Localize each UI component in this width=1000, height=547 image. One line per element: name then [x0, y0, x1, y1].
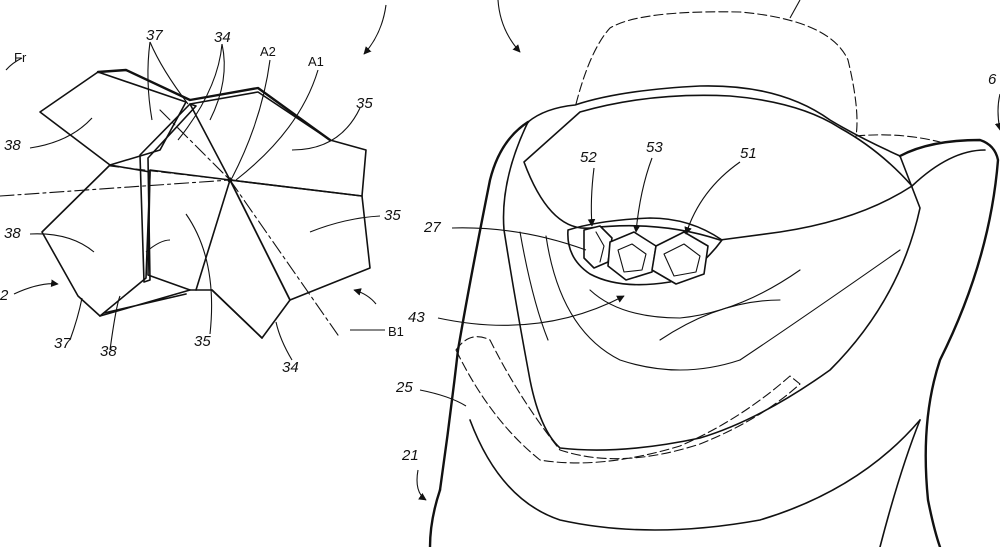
label-38-bottom: 38 — [100, 343, 117, 360]
lower-body-21 — [438, 120, 530, 492]
label-34-top: 34 — [214, 29, 231, 46]
axis-a2 — [159, 109, 231, 181]
label-37-bottom: 37 — [54, 335, 71, 352]
fairing-line-5 — [659, 299, 781, 341]
label-35-upper: 35 — [356, 95, 373, 112]
axis-a1 — [0, 179, 341, 339]
label-fr: Fr — [14, 50, 27, 65]
fairing-line-2 — [519, 231, 549, 341]
axis-horizontal-dashed — [109, 165, 231, 181]
panel-25-dashed — [455, 336, 801, 464]
lamp-module-51 — [651, 231, 709, 285]
label-35-bottom: 35 — [194, 333, 211, 350]
label-6: 6 — [988, 71, 997, 88]
lamp-modules — [583, 225, 709, 285]
top-edge — [96, 68, 332, 142]
side-cowl-6-inner — [911, 149, 986, 187]
side-cowl-6 — [898, 138, 1000, 547]
headlamp-housing — [523, 94, 913, 241]
fairing-line-1 — [545, 235, 741, 371]
lamp-module-53-inner — [617, 243, 647, 273]
fairing-line-3 — [589, 269, 801, 319]
lower-body-21-inner — [469, 419, 921, 531]
panel-38-upper — [39, 71, 187, 166]
panel-35-right — [229, 179, 371, 301]
panel-38-lower — [41, 164, 151, 317]
right-view-labels: 52 53 51 27 43 25 21 6 — [395, 71, 997, 464]
label-a1: A1 — [308, 54, 324, 69]
lamp-module-51-inner — [663, 243, 701, 277]
label-51: 51 — [740, 145, 757, 162]
side-wall-bottom — [99, 289, 191, 317]
side-cowl-6-bottom — [879, 419, 921, 547]
label-38-upper: 38 — [4, 137, 21, 154]
label-38-middle: 38 — [4, 225, 21, 242]
lamp-module-53 — [607, 231, 657, 281]
panel-34-bottom — [195, 179, 263, 339]
windscreen-outline — [575, 11, 941, 143]
label-35-right: 35 — [384, 207, 401, 224]
fairing-line-4 — [739, 249, 901, 361]
label-25: 25 — [395, 379, 413, 396]
panel-35-upper — [189, 91, 367, 197]
label-53: 53 — [646, 139, 663, 156]
label-b1: B1 — [388, 324, 404, 339]
right-view-leaders — [416, 0, 1000, 501]
left-view-labels: Fr 37 34 A2 A1 35 38 35 38 2 37 38 35 34… — [0, 27, 404, 376]
label-a2: A2 — [260, 44, 276, 59]
left-view-leaders — [5, 4, 387, 361]
label-2: 2 — [0, 287, 9, 304]
lamp-unit-plan-view — [0, 68, 371, 339]
front-cowl-outer — [502, 85, 921, 451]
label-27: 27 — [423, 219, 441, 236]
vehicle-front-view — [428, 11, 1000, 547]
label-21: 21 — [401, 447, 419, 464]
panel-35-bottom — [147, 169, 291, 339]
label-34-bottom: 34 — [282, 359, 299, 376]
label-52: 52 — [580, 149, 597, 166]
label-43: 43 — [408, 309, 425, 326]
label-37-top: 37 — [146, 27, 163, 44]
lamp-module-52-inner — [595, 231, 605, 263]
lower-body-21-bottom — [428, 488, 442, 547]
